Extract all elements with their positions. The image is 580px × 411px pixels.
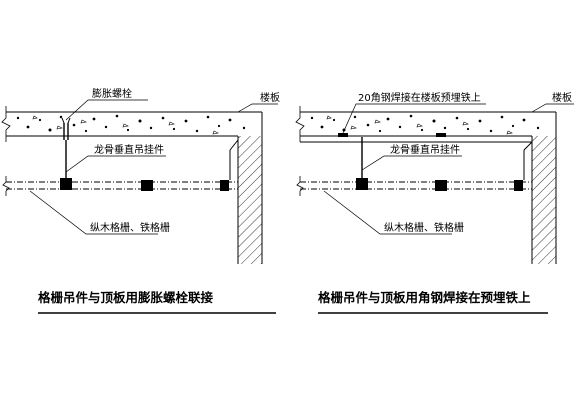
right-embedded-plate <box>436 133 446 137</box>
left-detail: 膨胀螺栓 楼板 龙骨垂直吊挂件 纵木格栅、铁格栅 格栅吊件与顶板用膨胀螺栓联接 <box>1 87 280 314</box>
left-leaders <box>29 99 278 235</box>
right-slab-aggregate <box>310 114 540 135</box>
left-floor-slab <box>1 106 262 142</box>
left-bolt-label: 膨胀螺栓 <box>92 87 132 100</box>
right-slab-label: 楼板 <box>552 91 572 104</box>
right-weld-label: 20角钢焊接在楼板预埋铁上 <box>358 91 481 104</box>
left-wall <box>237 112 263 264</box>
right-caption: 格栅吊件与顶板用角钢焊接在预埋铁上 <box>318 290 531 305</box>
left-grille-block <box>141 180 153 191</box>
right-grille-block <box>435 180 447 191</box>
left-hanger-bracket <box>60 178 72 190</box>
left-expansion-bolt <box>61 117 71 140</box>
left-grille-label: 纵木格栅、铁格栅 <box>90 221 170 234</box>
left-slab-label: 楼板 <box>260 91 280 104</box>
left-grille-block <box>220 180 229 191</box>
left-grille <box>2 139 239 196</box>
right-hanger-label: 龙骨垂直吊挂件 <box>390 143 460 156</box>
right-detail: 20角钢焊接在楼板预埋铁上 楼板 龙骨垂直吊挂件 纵木格栅、铁格栅 格栅吊件与顶… <box>295 91 574 314</box>
right-grille <box>296 141 533 196</box>
right-grille-label: 纵木格栅、铁格栅 <box>384 221 464 234</box>
left-hanger-label: 龙骨垂直吊挂件 <box>94 143 164 156</box>
right-embedded-plate <box>338 133 348 137</box>
right-wall <box>531 112 557 264</box>
left-caption: 格栅吊件与顶板用膨胀螺栓联接 <box>38 290 214 305</box>
right-leaders <box>323 103 574 235</box>
right-grille-block <box>514 180 523 191</box>
right-floor-slab <box>295 106 556 143</box>
left-slab-aggregate <box>16 114 246 135</box>
right-hanger-bracket <box>356 178 368 190</box>
